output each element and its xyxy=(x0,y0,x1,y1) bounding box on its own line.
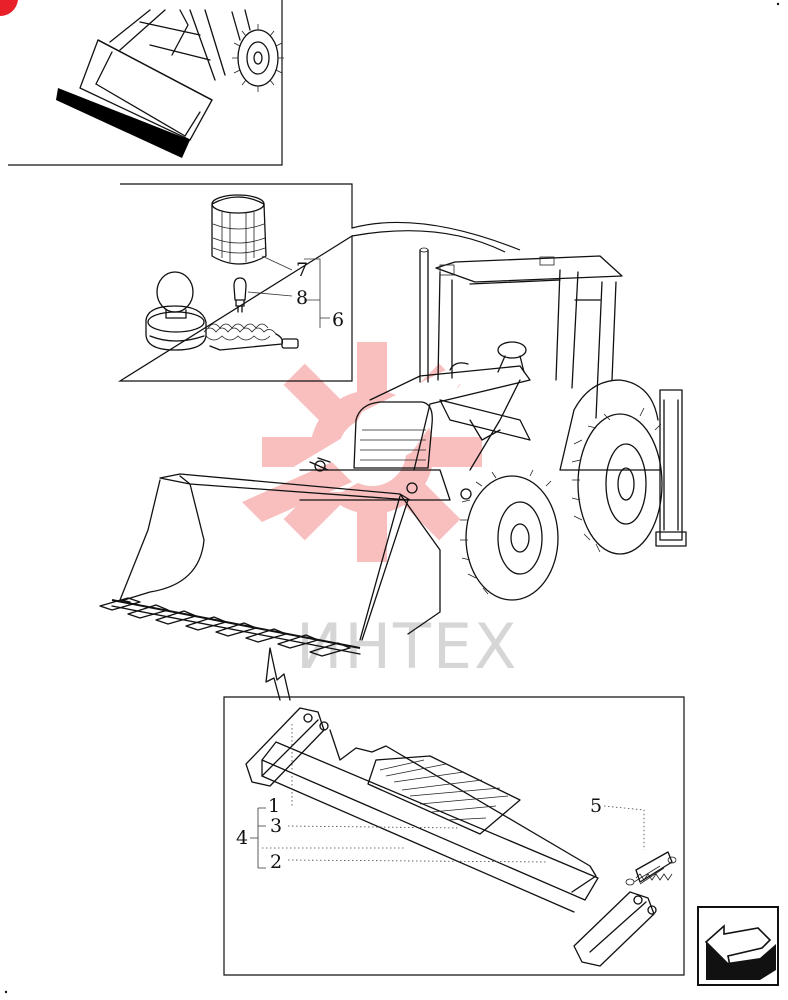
red-corner-badge-icon xyxy=(0,0,18,17)
callout-2: 2 xyxy=(270,851,282,873)
callout-7: 7 xyxy=(296,259,308,281)
loader-bucket xyxy=(99,473,441,657)
front-tyre xyxy=(460,469,559,601)
watermark-text: ИНТЕХ xyxy=(296,610,519,683)
inset-beacon-kit xyxy=(117,183,521,382)
coiled-cable xyxy=(203,323,299,351)
inset-bucket-view xyxy=(8,0,284,166)
callout-6: 6 xyxy=(332,309,344,331)
callout-5: 5 xyxy=(590,795,602,817)
halogen-bulb xyxy=(233,277,247,313)
callout-8: 8 xyxy=(296,287,308,309)
rear-tyre xyxy=(571,407,663,555)
rotating-beacon xyxy=(211,194,267,265)
next-page-arrow-icon[interactable] xyxy=(697,906,779,986)
main-machine-view xyxy=(99,247,687,701)
callout-4: 4 xyxy=(236,827,248,849)
magnetic-base xyxy=(145,271,207,351)
callout-3: 3 xyxy=(270,815,282,837)
watermark-logo xyxy=(242,342,482,562)
callout-1: 1 xyxy=(268,795,280,817)
spring xyxy=(625,851,677,886)
inset-cutting-edge-detail xyxy=(223,696,685,976)
